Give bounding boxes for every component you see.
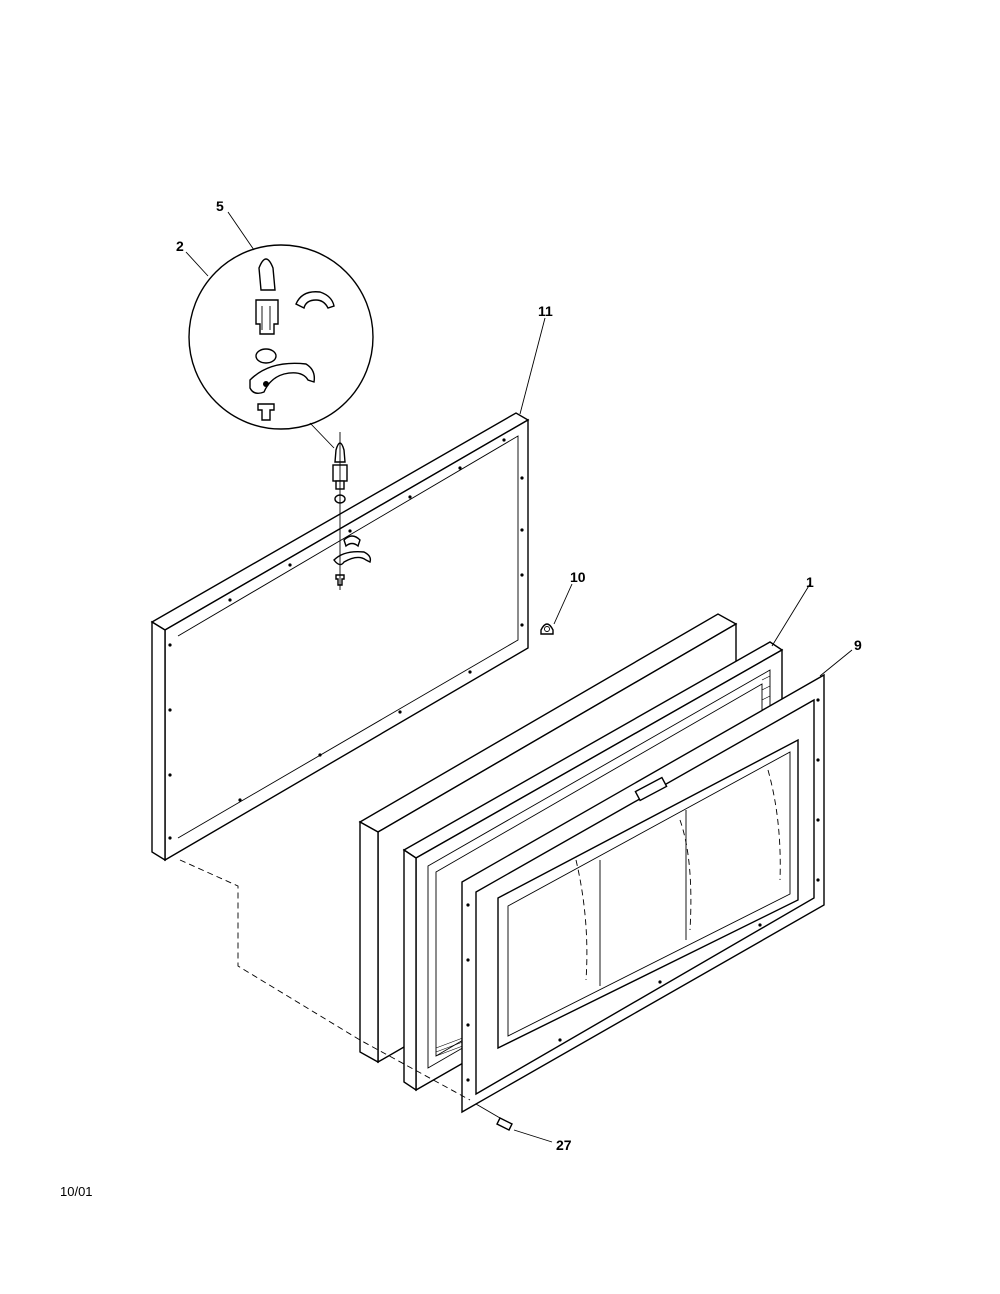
alignment-dashed-line <box>179 859 471 1101</box>
liner-screw <box>475 1103 513 1131</box>
leader-lines <box>185 211 853 1143</box>
callout-2: 2 <box>176 238 184 254</box>
callout-5: 5 <box>216 198 224 214</box>
callout-9: 9 <box>854 637 862 653</box>
door-liner <box>461 673 825 1114</box>
date-code: 10/01 <box>60 1184 93 1199</box>
bumper-part <box>540 623 554 635</box>
callout-27: 27 <box>556 1137 572 1153</box>
callout-10: 10 <box>570 569 586 585</box>
lock-detail-circle <box>188 244 374 449</box>
callout-1: 1 <box>806 574 814 590</box>
lock-assembly <box>332 432 372 590</box>
callout-11: 11 <box>538 303 553 319</box>
